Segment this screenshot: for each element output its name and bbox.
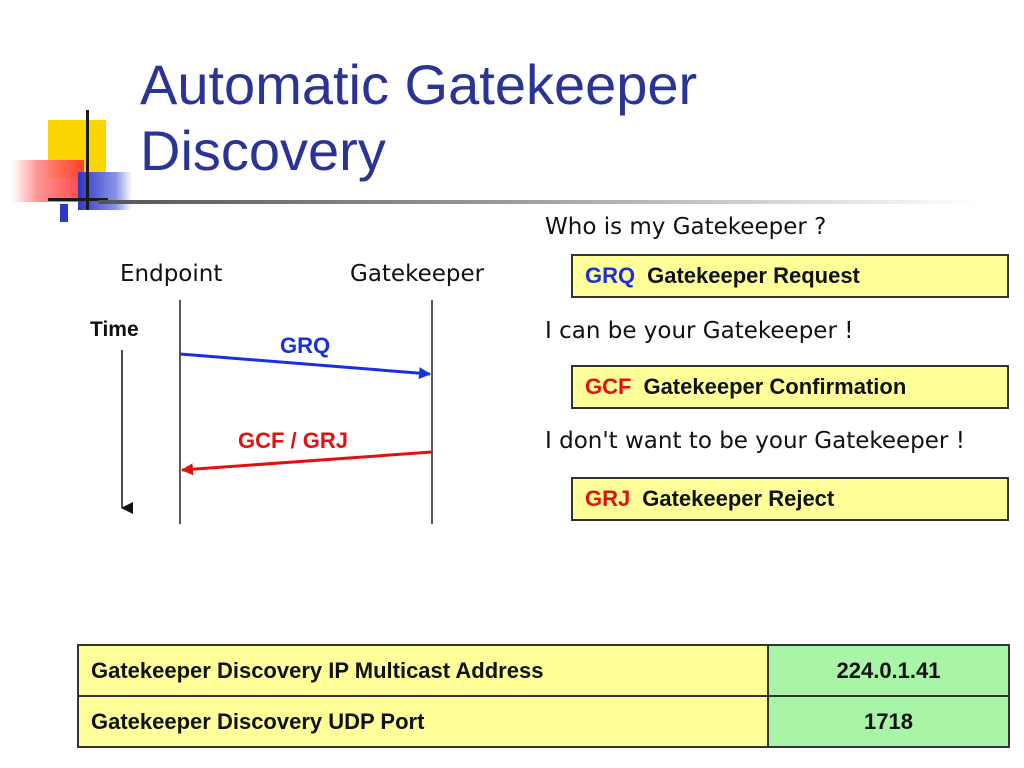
gcf-grj-message-label: GCF / GRJ: [238, 428, 349, 453]
message-description: Gatekeeper Request: [647, 263, 860, 288]
gcf-grj-arrow: [181, 450, 433, 476]
decor-square-red: [12, 160, 84, 202]
message-code: GRQ: [585, 263, 636, 288]
table-row: Gatekeeper Discovery IP Multicast Addres…: [77, 644, 1010, 697]
caption-who-is: Who is my Gatekeeper ?: [545, 214, 827, 240]
table-value: 1718: [767, 695, 1010, 748]
discovery-info-table: Gatekeeper Discovery IP Multicast Addres…: [77, 644, 1010, 748]
page-title-line2: Discovery: [140, 119, 386, 182]
caption-dont-want: I don't want to be your Gatekeeper !: [545, 428, 965, 454]
table-row: Gatekeeper Discovery UDP Port 1718: [77, 695, 1010, 748]
decor-vertical-line: [86, 110, 89, 210]
page-title-line1: Automatic Gatekeeper: [140, 53, 698, 116]
message-box-grq: GRQ Gatekeeper Request: [571, 254, 1009, 298]
message-code: GCF: [585, 374, 632, 399]
message-box-grj: GRJ Gatekeeper Reject: [571, 477, 1009, 521]
caption-can-be: I can be your Gatekeeper !: [545, 318, 854, 344]
decor-square-blue-small: [60, 204, 68, 222]
grq-arrow: [179, 352, 431, 380]
message-description: Gatekeeper Confirmation: [643, 374, 907, 399]
table-key: Gatekeeper Discovery UDP Port: [77, 695, 769, 748]
message-description: Gatekeeper Reject: [642, 486, 835, 511]
table-value: 224.0.1.41: [767, 644, 1010, 697]
title-underline: [98, 200, 978, 204]
grq-message-label: GRQ: [280, 333, 331, 358]
message-code: GRJ: [585, 486, 631, 511]
table-key: Gatekeeper Discovery IP Multicast Addres…: [77, 644, 769, 697]
message-box-gcf: GCF Gatekeeper Confirmation: [571, 365, 1009, 409]
endpoint-label: Endpoint: [120, 261, 223, 287]
decor-horizontal-line: [48, 198, 108, 201]
gatekeeper-label: Gatekeeper: [350, 261, 485, 287]
sequence-diagram: [121, 300, 433, 524]
page-title: Automatic Gatekeeper Discovery: [140, 52, 697, 184]
time-label: Time: [90, 318, 139, 341]
